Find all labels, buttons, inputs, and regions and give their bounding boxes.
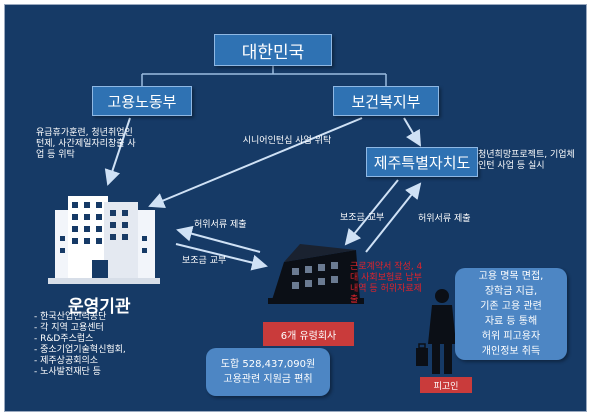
node-jeju: 제주특별자치도	[366, 147, 478, 177]
arrow-jeju-company	[344, 179, 399, 246]
node-ministry-labor: 고용노동부	[92, 86, 192, 116]
agency-list-item: 제주상공회의소	[34, 356, 126, 367]
node-ministry-health: 보건복지부	[333, 86, 439, 116]
total-amount-bubble: 도합 528,437,090원 고용관련 지원금 편취	[206, 348, 330, 396]
node-korea: 대한민국	[214, 34, 332, 66]
defendant-label: 피고인	[420, 377, 472, 393]
forged-documents-note: 근로계약서 작성, 4대 사회보험료 납부내역 등 허위자료제출	[350, 262, 423, 305]
flow-label-subsidy-left: 보조금 교부	[182, 256, 227, 266]
amount-line-desc: 고용관련 지원금 편취	[223, 374, 313, 385]
ghost-company-icon	[268, 244, 364, 304]
defendant-method-bubble: 고용 명목 면접, 장학금 지급, 기존 고용 관련 자료 등 통해 허위 피고…	[455, 268, 567, 360]
arrow-company-jeju	[365, 182, 422, 253]
moel-delegation-note: 유급휴가훈련, 청년취업인턴제, 사간제일자리창출 사업 등 위탁	[36, 128, 136, 160]
agency-building-icon	[48, 196, 160, 284]
defendant-method-line: 자료 등 통해	[484, 316, 538, 327]
arrow-agency-company	[175, 243, 268, 271]
agency-list-item: 중소기업기술혁신협회,	[34, 345, 126, 356]
defendant-method-line: 고용 명목 면접,	[478, 271, 544, 282]
agency-list-item: 한국산업인력공단	[34, 312, 126, 323]
agency-list: 한국산업인력공단 각 지역 고용센터 R&D주스럽스 중소기업기술혁신협회, 제…	[34, 312, 126, 378]
defendant-method-line: 장학금 지급,	[484, 286, 538, 297]
defendant-person-icon	[416, 289, 456, 374]
agency-list-item: 노사발전재단 등	[34, 367, 126, 378]
arrow-mohw-agency	[148, 117, 363, 209]
jeju-program-note: 청년희망프로젝트, 기업체인턴 사업 등 실시	[478, 150, 575, 171]
amount-line-total: 도합 528,437,090원	[220, 359, 316, 370]
flow-label-false-docs-right: 허위서류 제출	[418, 214, 471, 224]
agency-list-item: 각 지역 고용센터	[34, 323, 126, 334]
flow-label-false-docs-left: 허위서류 제출	[194, 220, 247, 230]
agency-list-item: R&D주스럽스	[34, 334, 126, 345]
flow-label-subsidy-right: 보조금 교부	[340, 213, 385, 223]
ghost-company-label: 6개 유령회사	[263, 322, 354, 346]
mohw-delegation-note: 시니어인턴십 사업 위탁	[242, 136, 332, 146]
defendant-method-line: 허위 피고용자	[481, 331, 541, 342]
defendant-method-line: 개인정보 취득	[481, 346, 541, 357]
defendant-method-line: 기존 고용 관련	[480, 301, 542, 312]
arrow-mohw-jeju	[403, 117, 422, 147]
arrow-company-agency	[176, 225, 261, 253]
arrow-moel-agency	[104, 117, 131, 186]
